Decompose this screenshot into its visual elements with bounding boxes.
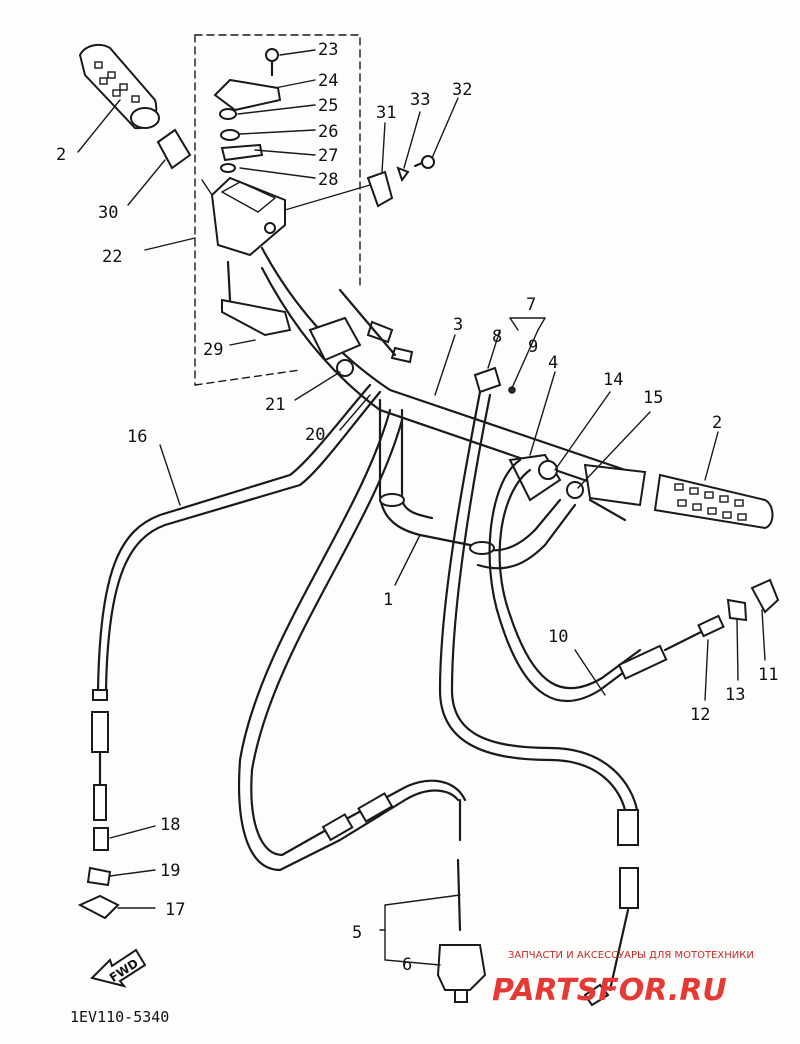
callout-13: 13 [725,685,745,705]
callout-21: 21 [265,395,285,415]
callout-15: 15 [643,388,663,408]
grip-collar [156,128,192,170]
callout-23: 23 [318,40,338,60]
throttle-cover-stack [213,48,282,173]
callout-29: 29 [203,340,223,360]
callout-11: 11 [758,665,778,685]
callout-5: 5 [352,923,362,943]
callout-2-left: 2 [56,145,66,165]
right-lever-assembly [508,453,627,522]
callout-8: 8 [492,327,502,347]
callout-33: 33 [410,90,430,110]
callout-16: 16 [127,427,147,447]
fwd-arrow-icon: FWD [90,948,147,988]
callout-3: 3 [453,315,463,335]
callout-17: 17 [165,900,185,920]
clamp-bracket [366,155,435,208]
callout-10: 10 [548,627,568,647]
callout-18: 18 [160,815,180,835]
watermark-caption: ЗАПЧАСТИ И АКСЕССУАРЫ ДЛЯ МОТОТЕХНИКИ [508,950,754,961]
cable-16 [91,383,382,821]
callout-6: 6 [402,955,412,975]
callout-32: 32 [452,80,472,100]
callout-1: 1 [383,590,393,610]
callout-9: 9 [528,337,538,357]
throttle-housing [210,176,286,257]
callout-26: 26 [318,122,338,142]
right-grip [583,463,774,530]
leader-lines [77,49,766,966]
handlebar [260,246,642,570]
callout-28: 28 [318,170,338,190]
callout-30: 30 [98,203,118,223]
callout-14: 14 [603,370,623,390]
throttle-assembly-dashed-box [194,34,361,386]
cable-junction [436,944,487,1003]
cable-loop [238,408,467,932]
callout-labels: 1 2 2 3 4 5 6 7 8 9 10 11 12 13 14 15 16… [56,40,778,975]
watermark: ЗАПЧАСТИ И АКСЕССУАРЫ ДЛЯ МОТОТЕХНИКИ PA… [492,950,754,1008]
callout-12: 12 [690,705,710,725]
callout-4: 4 [548,353,558,373]
lever-holder [473,366,516,394]
callout-27: 27 [318,146,338,166]
watermark-brand: PARTSFOR.RU [492,973,727,1008]
callout-2-right: 2 [712,413,722,433]
callout-25: 25 [318,96,338,116]
cable-end-parts-left [77,827,120,920]
callout-7: 7 [526,295,536,315]
callout-19: 19 [160,861,180,881]
throttle-lever [221,260,292,337]
callout-22: 22 [102,247,122,267]
bar-switch [308,288,414,377]
cable-10 [488,458,780,703]
callout-31: 31 [376,103,396,123]
callout-20: 20 [305,425,325,445]
cable-3 [438,390,639,1007]
callout-24: 24 [318,71,338,91]
drawing-code: 1EV110-5340 [70,1008,169,1026]
left-grip [78,43,160,130]
